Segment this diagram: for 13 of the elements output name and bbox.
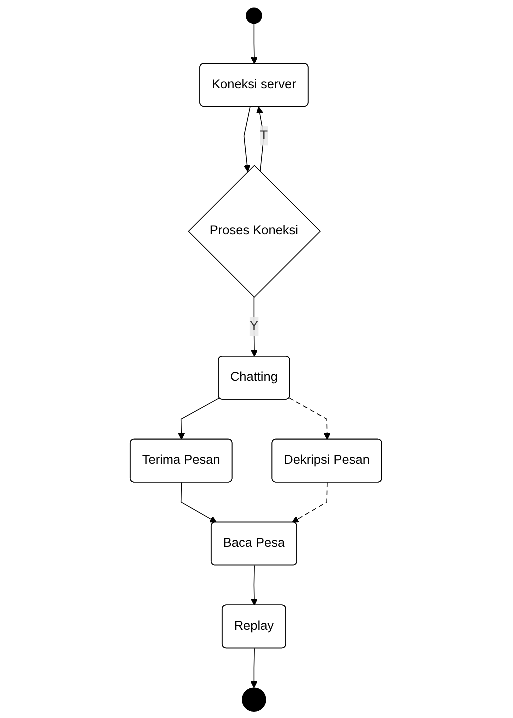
edge-label: Y xyxy=(250,320,259,334)
arrow xyxy=(178,398,220,440)
arrow xyxy=(244,106,252,172)
arrow xyxy=(290,398,332,440)
node-diamond: Proses Koneksi xyxy=(188,165,322,298)
arrow xyxy=(292,482,328,523)
arrow xyxy=(251,565,258,606)
node-circle xyxy=(242,688,267,712)
node-circle xyxy=(246,8,263,24)
edge-label: T xyxy=(260,128,268,143)
arrow xyxy=(181,482,218,523)
arrow xyxy=(251,648,258,688)
arrow xyxy=(251,23,258,64)
